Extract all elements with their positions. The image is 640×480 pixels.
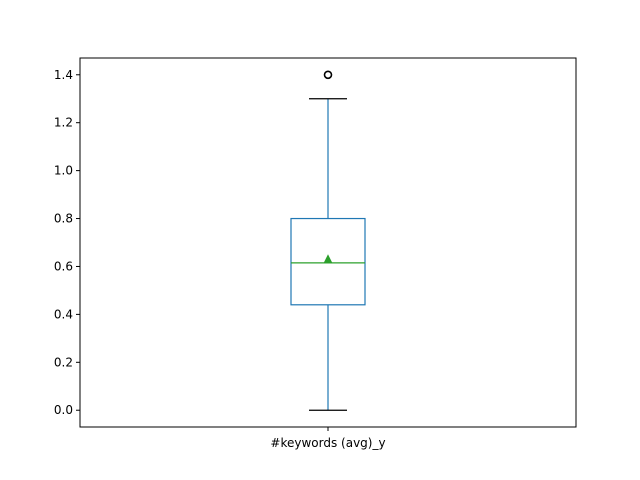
y-tick-label: 1.0 (54, 164, 73, 178)
mean-marker (323, 254, 333, 264)
x-tick-label: #keywords (avg)_y (270, 436, 385, 450)
y-axis: 0.0 0.2 0.4 0.6 0.8 1.0 1.2 1.4 (54, 68, 80, 417)
iqr-box (290, 217, 366, 306)
y-tick-label: 0.0 (54, 403, 73, 417)
y-tick-label: 0.6 (54, 259, 73, 273)
y-tick-label: 0.8 (54, 212, 73, 226)
y-tick-label: 1.4 (54, 68, 73, 82)
y-tick-label: 0.4 (54, 307, 73, 321)
y-tick-label: 0.2 (54, 355, 73, 369)
outlier-point (323, 70, 333, 80)
x-axis: #keywords (avg)_y (270, 427, 386, 450)
y-tick-label: 1.2 (54, 116, 73, 130)
plot-area (290, 70, 366, 411)
